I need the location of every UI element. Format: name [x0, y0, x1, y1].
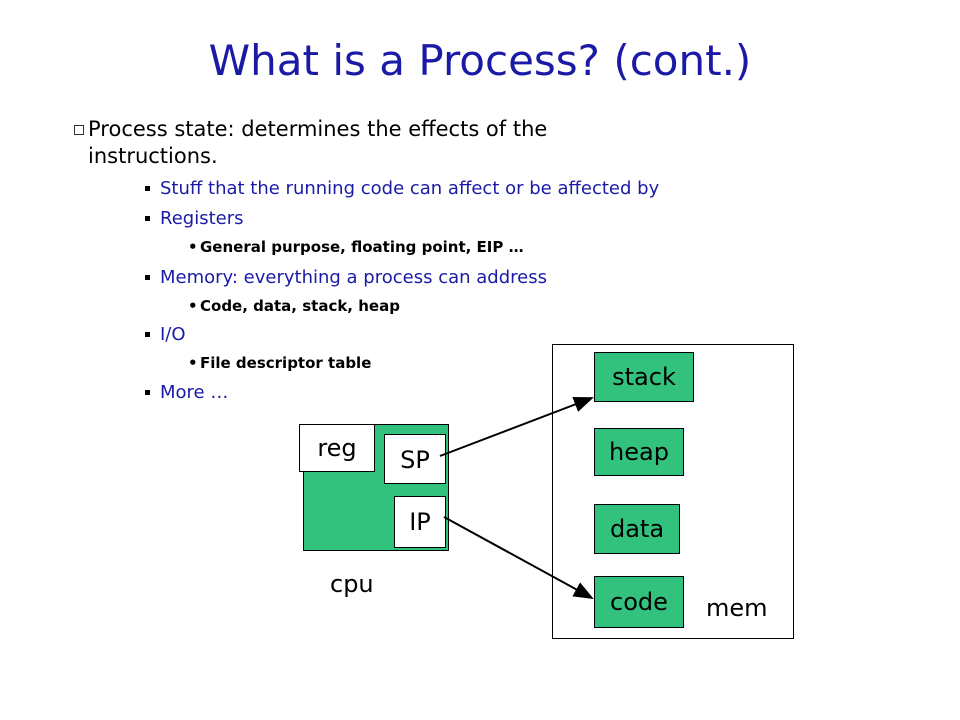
ip-to-code-arrow: [443, 516, 594, 599]
subbullet-registers-text: General purpose, floating point, EIP …: [200, 238, 524, 256]
subbullet-io: • File descriptor table: [188, 354, 372, 372]
mem-label: mem: [706, 594, 768, 622]
bullet-registers: Registers: [145, 208, 244, 229]
bullet-process-state-line2: instructions.: [88, 144, 218, 168]
bullet-stuff: Stuff that the running code can affect o…: [145, 178, 660, 199]
bullet-memory-text: Memory: everything a process can address: [160, 267, 547, 288]
bullet-stuff-text: Stuff that the running code can affect o…: [160, 178, 660, 199]
subbullet-registers: • General purpose, floating point, EIP …: [188, 238, 524, 256]
square-bullet-icon: [145, 186, 150, 191]
slide-title: What is a Process? (cont.): [208, 36, 752, 85]
bullet-io: I/O: [145, 324, 186, 345]
ip-box: IP: [394, 496, 446, 548]
sp-box: SP: [384, 434, 446, 484]
heap-segment: heap: [594, 428, 684, 476]
bullet-more-text: More …: [160, 382, 229, 403]
subbullet-memory-text: Code, data, stack, heap: [200, 297, 400, 315]
dot-bullet-icon: •: [188, 354, 198, 372]
checkbox-bullet-icon: [74, 125, 84, 135]
data-segment: data: [594, 504, 680, 554]
bullet-io-text: I/O: [160, 324, 186, 345]
square-bullet-icon: [145, 275, 150, 280]
cpu-label: cpu: [330, 570, 374, 598]
subbullet-io-text: File descriptor table: [200, 354, 372, 372]
sp-to-stack-arrow: [439, 396, 594, 457]
reg-box: reg: [299, 424, 375, 472]
subbullet-memory: • Code, data, stack, heap: [188, 297, 400, 315]
square-bullet-icon: [145, 390, 150, 395]
bullet-process-state-line1: Process state: determines the effects of…: [88, 117, 548, 141]
dot-bullet-icon: •: [188, 297, 198, 315]
stack-segment: stack: [594, 352, 694, 402]
bullet-process-state: Process state: determines the effects of…: [74, 116, 548, 170]
dot-bullet-icon: •: [188, 238, 198, 256]
bullet-registers-text: Registers: [160, 208, 244, 229]
square-bullet-icon: [145, 332, 150, 337]
square-bullet-icon: [145, 216, 150, 221]
code-segment: code: [594, 576, 684, 628]
bullet-more: More …: [145, 382, 229, 403]
bullet-memory: Memory: everything a process can address: [145, 267, 547, 288]
